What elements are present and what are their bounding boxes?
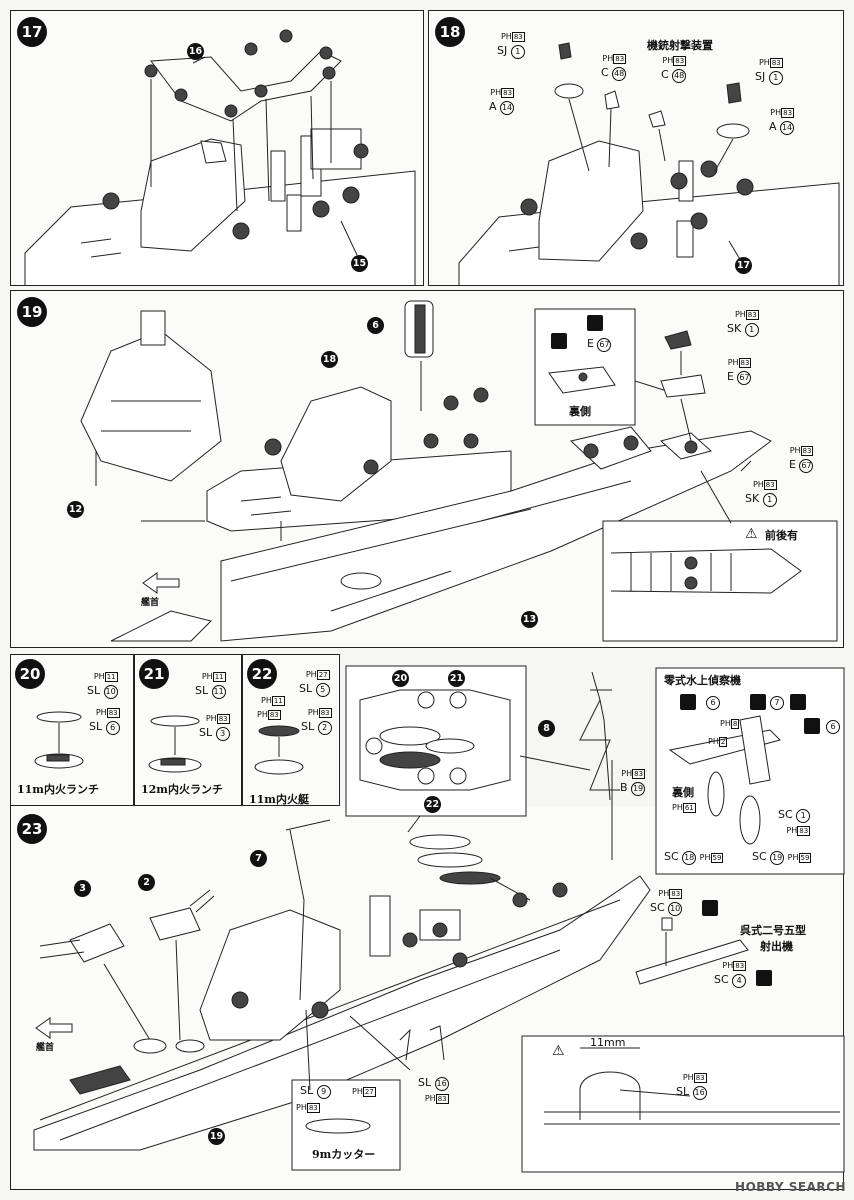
inset-part-callout: E 67 (587, 337, 612, 352)
step-number: 20 (15, 659, 45, 689)
part-21-ref: 21 (448, 670, 465, 687)
step-number: 17 (17, 17, 47, 47)
decal-d-icon (750, 694, 766, 710)
panel-step-17: 17 16 15 (10, 10, 424, 286)
part-12-label: 12 (67, 501, 84, 518)
part-22-ref: 22 (424, 796, 441, 813)
plane-d6-num: 6 (706, 696, 720, 710)
decal-d-icon (680, 694, 696, 710)
caption-11m-boat: 11m内火艇 (249, 793, 309, 806)
part-18-label: 18 (321, 351, 338, 368)
part-19-label: 19 (208, 1128, 225, 1145)
step-number: 19 (17, 297, 47, 327)
part-17-label: 17 (735, 257, 752, 274)
part-13-label: 13 (521, 611, 538, 628)
floatplane-title: 零式水上偵察機 (664, 674, 741, 687)
part-15-label: 15 (351, 255, 368, 272)
part-8-label: 8 (538, 720, 555, 737)
part-6-label: 6 (367, 317, 384, 334)
part-2-label: 2 (138, 874, 155, 891)
step-number: 18 (435, 17, 465, 47)
watermark: HOBBY SEARCH (735, 1180, 846, 1194)
ph-sheet-icon (756, 970, 772, 986)
bow-label-23: 艦首 (36, 1043, 55, 1053)
ph-sheet-icon (702, 900, 718, 916)
step-number: 22 (247, 659, 277, 689)
caption-12m-launch: 12m内火ランチ (141, 783, 223, 796)
catapult-name-1: 呉式二号五型 (740, 924, 806, 937)
ph-sheet-icon (790, 694, 806, 710)
boat-11m-illustration (254, 725, 304, 775)
machine-gun-director-label: 機銃射撃装置 (647, 39, 713, 52)
warning-icon: ⚠ (745, 526, 758, 542)
launch-12m-illustration (148, 715, 202, 773)
flag-icon (551, 333, 567, 349)
plane-underside-label: 裏側 (672, 786, 694, 799)
catapult-name-2: 射出機 (760, 940, 793, 953)
cutter-sl9-callout: SL 9 (300, 1084, 331, 1099)
ph-sheet-icon (587, 315, 603, 331)
decal-d-icon (804, 718, 820, 734)
panel-step-19: 19 (10, 290, 844, 648)
step-19-illustration (80, 300, 838, 642)
step-17-illustration (24, 29, 416, 285)
plane-d6b-num: 6 (826, 720, 840, 734)
warning-icon: ⚠ (552, 1043, 565, 1059)
part-16-label: 16 (187, 43, 204, 60)
step-number: 23 (17, 814, 47, 844)
fore-aft-label: 前後有 (765, 529, 798, 542)
part-20-ref: 20 (392, 670, 409, 687)
bow-label: 艦首 (141, 598, 160, 608)
step-number: 21 (139, 659, 169, 689)
underside-label: 裏側 (569, 405, 591, 418)
cutter-caption: 9mカッター (312, 1148, 376, 1161)
part-7-label: 7 (250, 850, 267, 867)
plane-d7-num: 7 (770, 696, 784, 710)
caption-11m-launch: 11m内火ランチ (17, 783, 99, 796)
part-3-label: 3 (74, 880, 91, 897)
dimension-label: 11mm (590, 1036, 626, 1049)
launch-11m-illustration (34, 711, 84, 769)
